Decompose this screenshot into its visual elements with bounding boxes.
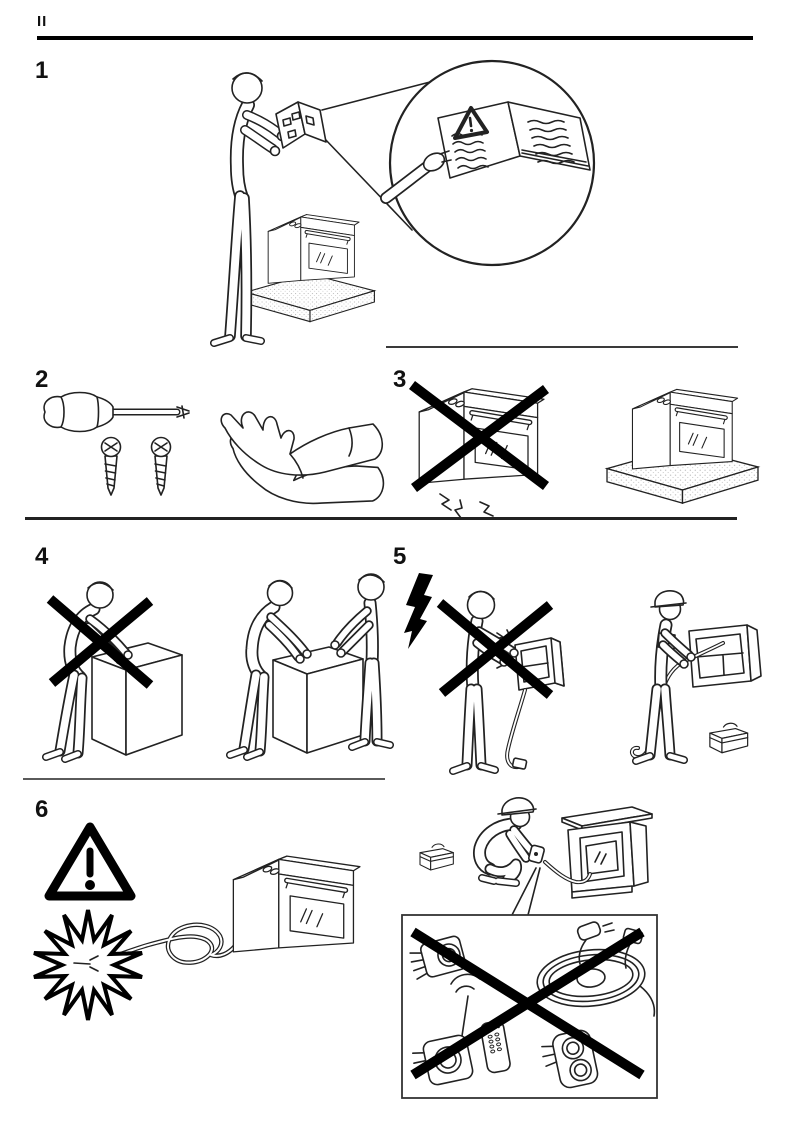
page-marker: II: [37, 13, 48, 30]
protective-gloves-icon: [220, 411, 385, 505]
screws-icon: [100, 436, 172, 496]
crack-marks-icon: [439, 493, 494, 519]
step-6-number: 6: [35, 796, 49, 823]
oven-power-cord-icon: [93, 856, 360, 966]
prohibition-cross-icon: [408, 381, 550, 492]
callout-lines: [511, 867, 541, 916]
step-4-number: 4: [35, 543, 49, 570]
step-4-left-illustration: [42, 581, 183, 763]
step-6-left-illustration: [33, 822, 395, 1021]
hard-hat-icon: [650, 590, 687, 608]
step-1-number: 1: [35, 57, 49, 84]
electrician-plugging-in-icon: [473, 797, 592, 887]
step-3-left-illustration: [408, 381, 550, 519]
oven-unsupported-crossed-icon: [408, 381, 550, 519]
step-2-number: 2: [35, 366, 49, 393]
step-5-illustration: [404, 573, 762, 775]
header-divider: [37, 36, 753, 40]
one-person-lift-crossed-icon: [42, 581, 183, 763]
prohibition-cross-icon: [410, 927, 645, 1080]
callout-lines: [321, 81, 431, 231]
divider-above-step-6: [23, 778, 385, 780]
person-reading-manual-icon: [210, 72, 327, 347]
toolbox-icon: [709, 722, 749, 754]
prohibition-cross-icon: [46, 595, 154, 689]
two-person-lift-icon: [226, 573, 394, 761]
spark-starburst-icon: [33, 909, 143, 1021]
step-4-right-illustration: [226, 573, 394, 761]
divider-mid: [25, 517, 737, 520]
hard-hat-icon: [497, 797, 537, 816]
step-2-illustration: [43, 391, 385, 505]
screwdriver-icon: [43, 391, 190, 433]
manual-warning-page-icon: [380, 101, 591, 204]
prohibition-cross-icon: [436, 599, 554, 699]
kitchen-oven-cabinet-icon: [561, 806, 653, 899]
remote-control-icon: [480, 1020, 511, 1074]
qualified-electrician-icon: [629, 590, 762, 765]
oven-on-plinth-icon: [606, 389, 759, 504]
high-voltage-bolt-icon: [404, 573, 433, 649]
no-adapters-no-extension-cords-crossed-icon: [401, 914, 658, 1099]
step-3-right-illustration: [606, 370, 759, 504]
step-5-number: 5: [393, 543, 407, 570]
step-6-right-illustration: [401, 797, 658, 1099]
step-1-illustration: [210, 59, 596, 347]
oven-on-plinth-icon: [245, 215, 375, 323]
diy-electrical-work-crossed-icon: [436, 590, 565, 775]
warning-triangle-icon: [44, 822, 136, 901]
small-manual-icon: [275, 101, 327, 149]
divider-above-step-3: [386, 346, 738, 348]
step-3-number: 3: [393, 366, 407, 393]
toolbox-icon: [419, 843, 454, 871]
